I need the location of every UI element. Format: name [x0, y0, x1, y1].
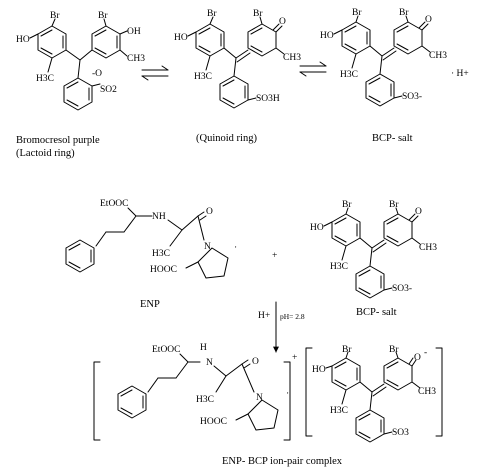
- h-plus-label: · H+: [451, 69, 469, 79]
- quinoid-ring: [393, 21, 423, 55]
- lower-benzene-ring: [355, 265, 385, 299]
- ho-label: HO: [16, 35, 30, 45]
- h3c-label: H3C: [36, 74, 54, 84]
- phenyl-ring: [65, 239, 95, 273]
- lower-benzene-ring: [219, 75, 249, 109]
- hooc-label: HOOC: [150, 265, 177, 275]
- radical-dot: ·: [234, 243, 237, 253]
- complex-caption: ENP- BCP ion-pair complex: [222, 456, 343, 467]
- ho-label: HO: [312, 365, 326, 375]
- quinoid-ring: [247, 23, 277, 57]
- h3c-label: H3C: [152, 249, 170, 259]
- equilibrium-arrow: [299, 61, 327, 77]
- ho-label: HO: [310, 223, 324, 233]
- so3h-label: SO3H: [256, 94, 280, 104]
- left-phenol-ring: [331, 213, 361, 247]
- bcp-salt-structure: Br HO H3C Br O CH3 SO3- · H+ BCP- salt: [320, 8, 469, 144]
- lower-benzene-ring: [63, 77, 93, 111]
- n-label: N: [256, 393, 263, 403]
- h-label: H: [200, 343, 207, 353]
- br-label: Br: [342, 345, 352, 355]
- equilibrium-arrow: [141, 65, 169, 81]
- h3c-label: H3C: [196, 395, 214, 405]
- br-label: Br: [253, 9, 263, 19]
- o-label: O: [414, 353, 421, 363]
- br-label: Br: [352, 8, 362, 18]
- h3c-label: H3C: [194, 72, 212, 82]
- enp-caption: ENP: [140, 299, 160, 310]
- plus-sign: +: [272, 251, 277, 261]
- n-label: N: [206, 358, 213, 368]
- etooc-label: EtOOC: [100, 199, 129, 209]
- left-phenol-ring: [37, 25, 67, 59]
- plus-charge: +: [292, 353, 297, 363]
- br-label: Br: [98, 11, 108, 21]
- h3c-label: H3C: [330, 262, 348, 272]
- bcp-lactoid-caption: Bromocresol purple: [16, 135, 100, 146]
- bcp-quinoid-caption: (Quinoid ring): [196, 133, 257, 144]
- o-label: O: [206, 207, 213, 217]
- ch3-label: CH3: [419, 243, 437, 253]
- ch3-label: CH3: [127, 54, 145, 64]
- bcp-salt-structure-2: Br HO H3C Br O CH3 SO3- BCP- salt: [310, 200, 437, 318]
- enp-structure: EtOOC NH H3C O N · HOOC ENP: [65, 199, 237, 310]
- so2-label: SO2: [100, 85, 117, 95]
- o-label: O: [252, 357, 259, 367]
- left-phenol-ring: [331, 357, 361, 391]
- right-phenol-ring: [91, 25, 121, 59]
- etooc-label: EtOOC: [152, 345, 181, 355]
- quinoid-ring: [383, 213, 413, 247]
- proline-ring: [197, 247, 229, 279]
- left-phenol-ring: [341, 21, 371, 55]
- proline-ring: [247, 399, 279, 431]
- nh-label: NH: [152, 212, 166, 222]
- h-plus-reagent: H+: [258, 311, 270, 321]
- hooc-label: HOOC: [200, 417, 227, 427]
- lower-benzene-ring: [365, 73, 395, 107]
- br-label: Br: [50, 11, 60, 21]
- o-label: O: [415, 207, 422, 217]
- br-label: Br: [399, 8, 409, 18]
- h3c-label: H3C: [340, 70, 358, 80]
- ho-label: HO: [320, 31, 334, 41]
- so3-label: SO3-: [402, 92, 422, 102]
- br-label: Br: [207, 9, 217, 19]
- bcp-salt-caption: BCP- salt: [372, 133, 413, 144]
- ion-pair-complex: + EtOOC H N H3C O N · HOOC: [93, 343, 443, 467]
- phenyl-ring: [117, 385, 147, 419]
- o-neg-charge: -: [424, 348, 427, 358]
- ch3-label: CH3: [283, 53, 301, 63]
- reaction-arrow: H+ pH= 2.8: [258, 301, 305, 353]
- br-label: Br: [389, 200, 399, 210]
- oh-label: OH: [127, 27, 141, 37]
- o-label: O: [425, 15, 432, 25]
- bcp-lactoid-caption-2: (Lactoid ring): [16, 148, 75, 159]
- so3-label: SO3-: [392, 284, 412, 294]
- left-phenol-ring: [195, 23, 225, 57]
- br-label: Br: [389, 345, 399, 355]
- quinoid-ring: [383, 357, 413, 391]
- o-label: O: [279, 17, 286, 27]
- bcp-salt-caption-2: BCP- salt: [356, 307, 397, 318]
- bcp-quinoid-structure: Br HO H3C Br O CH3 SO3H (Quinoid ring): [174, 9, 301, 144]
- br-label: Br: [342, 200, 352, 210]
- radical-dot: ·: [286, 389, 289, 399]
- bcp-lactoid-structure: Br HO H3C Br OH CH3 -O SO2 Bromo: [16, 11, 145, 159]
- ho-label: HO: [174, 33, 188, 43]
- lower-benzene-ring: [355, 409, 385, 443]
- ph-condition: pH= 2.8: [280, 312, 305, 321]
- ch3-label: CH3: [418, 387, 436, 397]
- h3c-label: H3C: [330, 406, 348, 416]
- ch3-label: CH3: [429, 51, 447, 61]
- o-neg-label: -O: [92, 69, 102, 79]
- n-label: N: [204, 242, 211, 252]
- so3-label: SO3: [392, 428, 409, 438]
